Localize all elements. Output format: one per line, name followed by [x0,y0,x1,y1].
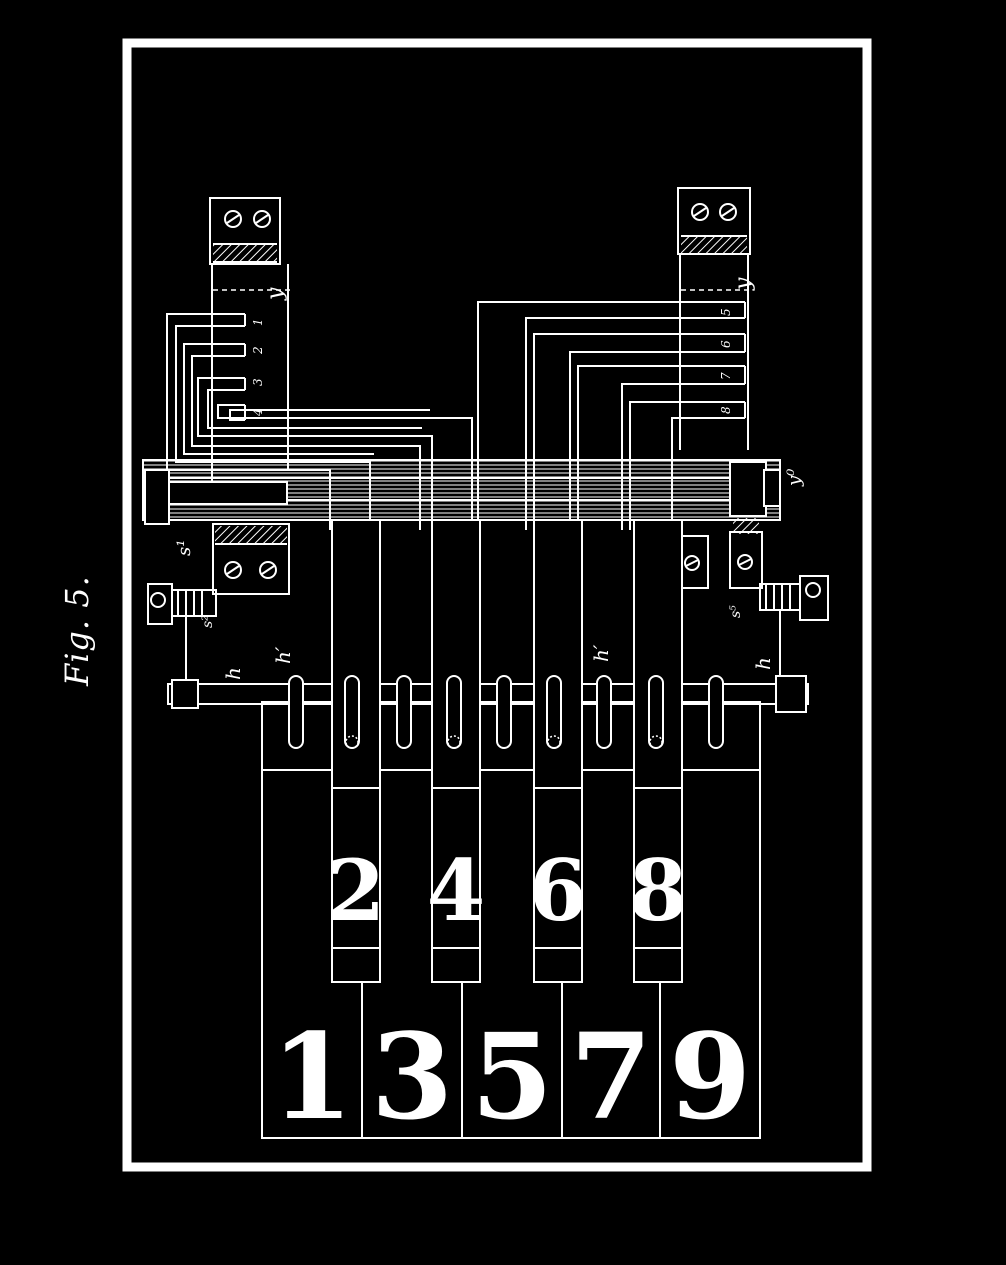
label-hinge-h1-mid: h′ [589,644,613,662]
label-contact-1: 1 [251,318,265,326]
pin-socket [345,735,359,749]
left-screw-top-b [253,210,271,228]
right-screw-top-b [719,203,737,221]
hinge-pin [446,675,462,749]
label-contact-2: 2 [251,346,265,355]
left-rail-bracket [209,197,289,490]
label-hinge-h1-left: h′ [271,646,295,664]
label-contact-5: 5 [719,308,733,316]
upper-key-numeral: 4 [427,841,485,940]
label-rail-left: y [263,287,288,301]
hinge-pin [708,675,724,749]
upper-key-numeral: 2 [327,841,385,940]
pin-socket [447,735,461,749]
left-screw-top-a [224,210,242,228]
hinge-pin [288,675,304,749]
hinge-pin [546,675,562,749]
label-contact-3: 3 [251,378,265,386]
lower-key-numeral: 1 [271,1007,353,1146]
lower-key-numeral: 7 [570,1007,652,1146]
upper-key-2: 2 [327,519,385,983]
pin-socket [547,735,561,749]
shaft-collar-right [729,461,781,517]
hinge-pin [344,675,360,749]
upper-key-numeral: 6 [529,841,587,940]
hinge-pin [596,675,612,749]
lower-key-5: 5 [461,701,563,1146]
outer-frame [122,38,872,1172]
upper-key-6: 6 [529,519,587,983]
spring-right [759,575,829,690]
pin-socket [649,735,663,749]
lower-key-numeral: 3 [371,1007,453,1146]
label-contact-6: 6 [719,340,733,348]
label-contact-7: 7 [719,372,733,380]
spring-left [147,583,217,690]
label-contact-8: 8 [719,406,733,414]
label-contact-4: 4 [251,408,265,417]
lower-right-brackets [677,518,763,589]
label-rail-right: y [731,277,756,291]
hinge-rod [167,675,809,713]
label-hinge-h-left: h [221,667,245,680]
label-spring-s5: s⁵ [728,605,744,618]
upper-key-4: 4 [427,519,485,983]
shaft-collar-left [144,469,170,525]
lower-key-numeral: 9 [669,1007,751,1146]
lower-left-bracket [212,523,290,595]
figure-title: Fig. 5. [58,575,96,686]
hinge-pin [648,675,664,749]
upper-key-8: 8 [629,519,687,983]
label-spring-s2: s² [200,615,216,628]
hinge-pin [396,675,412,749]
label-hinge-h-right: h [751,657,775,670]
main-shaft [142,459,781,521]
label-spring-s1: s¹ [174,540,195,556]
lower-key-numeral: 5 [471,1007,553,1146]
label-shaft-end: y⁰ [784,469,805,487]
upper-key-numeral: 8 [629,841,687,940]
right-screw-top-a [691,203,709,221]
hinge-pin [496,675,512,749]
